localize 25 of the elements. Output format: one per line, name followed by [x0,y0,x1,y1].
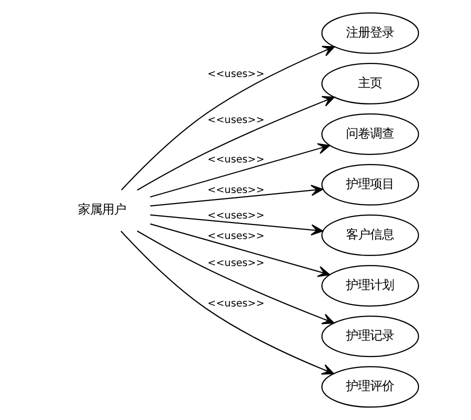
node-ellipse: 护理计划 [320,265,419,307]
node-text: 家属用户 [77,202,126,217]
arrow [150,184,323,207]
edge-label: <<uses>> [207,258,264,269]
edge-label: <<uses>> [207,230,264,242]
node-ellipse: 客户信息 [320,214,419,256]
edge-label: <<uses>> [207,154,264,166]
node-ellipse: 问卷调查 [320,113,419,155]
node-ellipse: 护理评价 [320,366,419,408]
arrow [150,143,330,198]
arrow [120,46,334,190]
edge-label: <<uses>> [207,210,264,222]
node-ellipse: 护理记录 [320,316,419,358]
edge-label: <<uses>> [207,184,264,196]
arrow [150,214,323,236]
arrow [136,230,334,324]
node-ellipse: 主页 [320,62,419,104]
node-ellipse: 护理项目 [320,164,419,206]
edge-label: <<uses>> [207,69,264,80]
node-ellipse: 注册登录 [320,12,419,54]
arrow [136,96,334,191]
edge-label: <<uses>> [207,115,264,126]
edge-label: <<uses>> [207,298,264,310]
arrow [150,223,330,278]
arrow [120,230,334,375]
